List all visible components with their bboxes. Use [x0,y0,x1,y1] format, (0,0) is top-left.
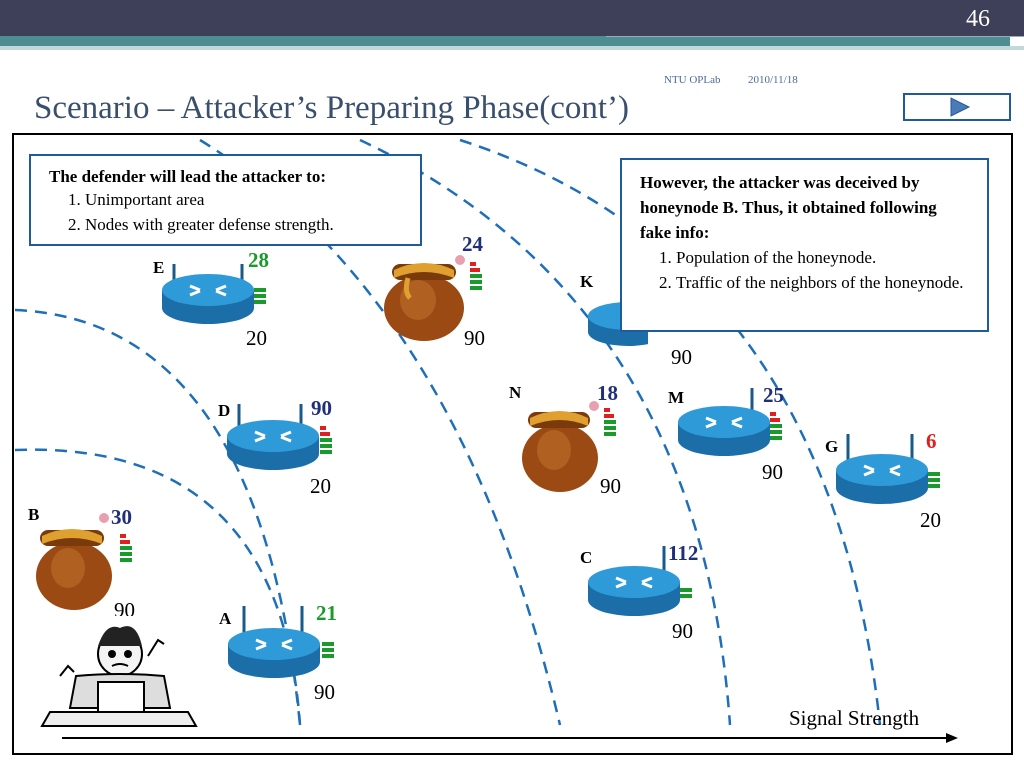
node-label-k: K [580,272,594,291]
header-accent-bar [0,36,1010,46]
diagram-frame [12,133,1013,755]
node-label-n: N [509,383,522,402]
strength-bars-g [928,472,940,488]
node-label-c: C [580,548,593,567]
router-icon-m [678,388,770,456]
strength-bars-honey24 [470,262,482,290]
strength-bars-d [320,426,332,454]
date-label: 2010/11/18 [748,74,798,86]
honeypot-icon-b [36,513,112,610]
arc-4 [459,138,882,726]
strength-honey24: 24 [462,232,483,256]
router-icon-e [162,264,254,324]
strength-bars-e [254,288,266,304]
page-number: 46 [966,6,990,32]
page-title: Scenario – Attacker’s Preparing Phase(co… [34,90,630,126]
honeypot-icon [384,255,465,341]
strength-a: 21 [316,601,337,625]
defender-callout-item: Nodes with greater defense strength. [85,212,402,237]
attacker-callout-item: Traffic of the neighbors of the honeynod… [676,270,969,295]
attacker-illustration [36,616,202,734]
node-label-b: B [28,505,40,524]
strength-d: 90 [311,396,332,420]
header-deco-lines [606,36,1024,67]
traffic-c: 90 [672,619,693,643]
traffic-n: 90 [600,474,621,498]
strength-bars-b [120,534,132,562]
strength-bars-n [604,408,616,436]
attacker-callout: However, the attacker was deceived by ho… [620,158,989,332]
traffic-e: 20 [246,326,267,350]
traffic-m: 90 [762,460,783,484]
router-icon-c [588,546,680,616]
axis-label: Signal Strength [789,706,920,730]
node-label-a: A [219,609,232,628]
arc-1 [14,308,302,726]
next-slide-button[interactable] [903,93,1011,121]
strength-e: 28 [248,248,269,272]
node-label-g: G [825,437,839,456]
strength-bars-m [770,412,782,440]
traffic-honey24: 90 [464,326,485,350]
strength-b: 30 [111,505,132,529]
strength-m: 25 [763,383,784,407]
router-icon-d [227,404,319,470]
strength-c: 112 [668,541,699,565]
strength-g: 6 [926,429,937,453]
arc-3 [359,138,732,726]
traffic-a: 90 [314,680,335,704]
node-label-e: E [153,258,165,277]
honeypot-icon-n [522,401,599,492]
header-light-bar [0,46,1024,50]
strength-bars-c [680,588,692,598]
router-icon-a [228,606,320,678]
defender-callout-item: Unimportant area [85,187,402,212]
attacker-callout-heading: However, the attacker was deceived by ho… [640,173,937,242]
node-label-d: D [218,401,231,420]
header-bar [0,0,1024,36]
play-icon [950,97,971,117]
attacker-callout-item: Population of the honeynode. [676,245,969,270]
traffic-g: 20 [920,508,941,532]
strength-n: 18 [597,381,618,405]
traffic-k: 90 [671,345,692,369]
defender-callout: The defender will lead the attacker to: … [29,154,422,246]
org-label: NTU OPLab [664,74,721,86]
traffic-d: 20 [310,474,331,498]
strength-bars-a [322,642,334,658]
node-label-m: M [668,388,685,407]
router-icon-g [836,434,928,504]
defender-callout-heading: The defender will lead the attacker to: [49,167,326,186]
